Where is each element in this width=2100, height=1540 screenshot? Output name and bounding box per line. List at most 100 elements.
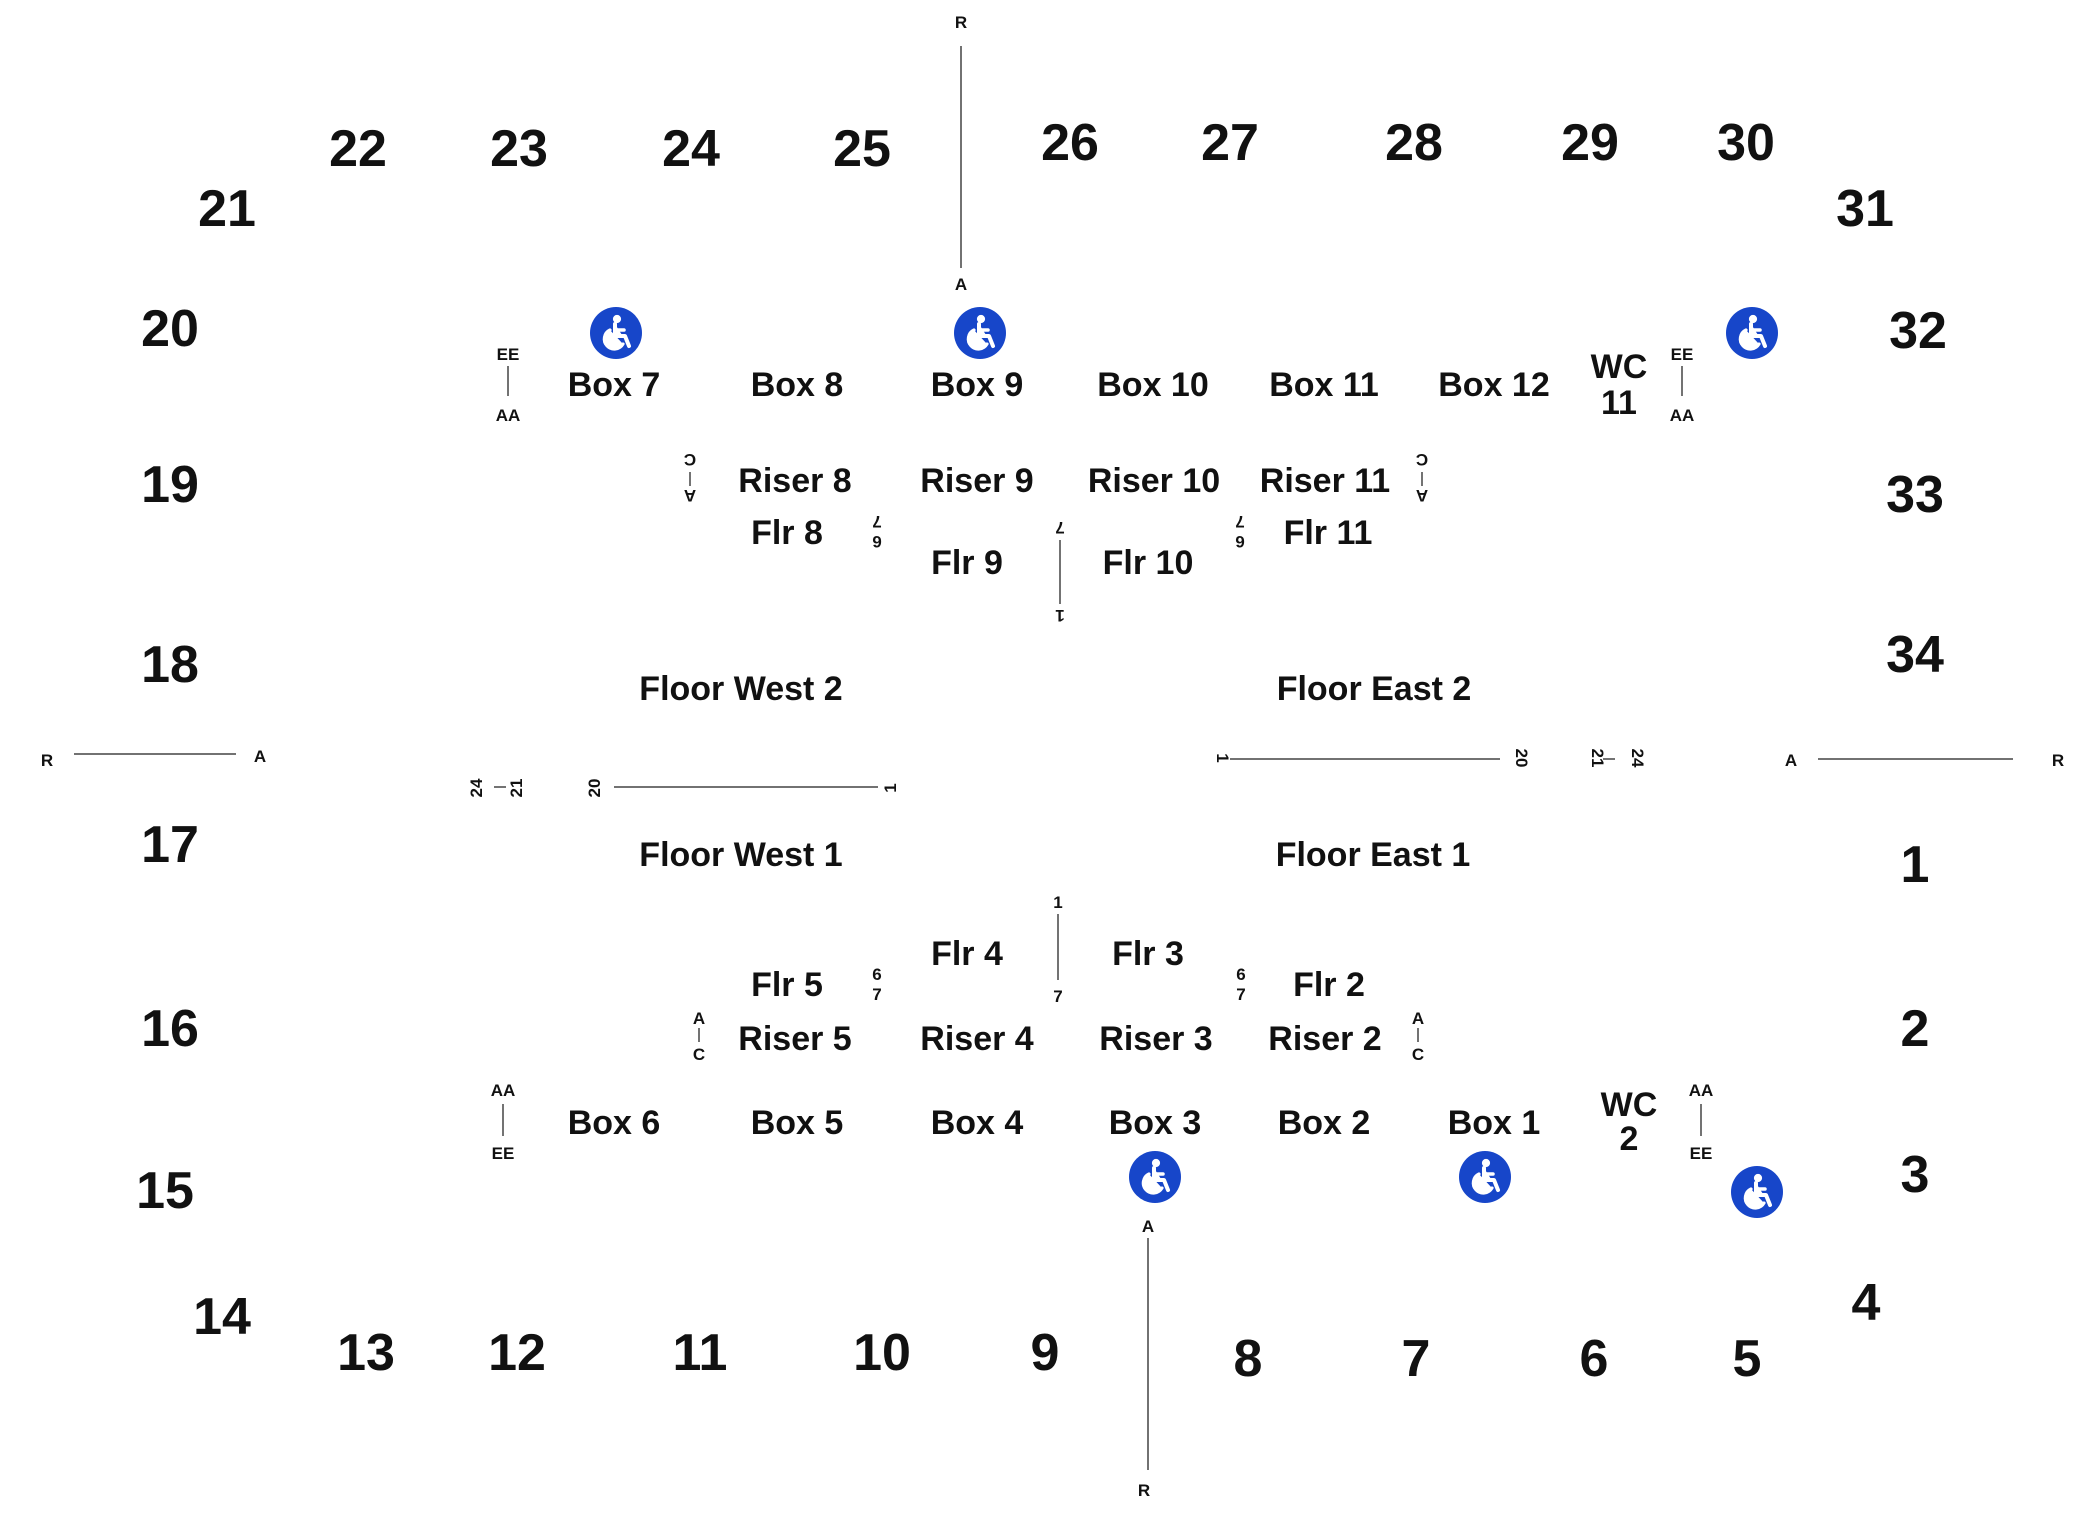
marker-aa: AA <box>496 406 521 425</box>
marker-1: 1 <box>1053 893 1062 912</box>
floor-4[interactable]: Flr 4 <box>931 935 1003 973</box>
wheelchair-icon[interactable] <box>1729 1164 1785 1220</box>
section-13[interactable]: 13 <box>337 1324 395 1382</box>
wc-2-line1[interactable]: WC <box>1601 1086 1658 1124</box>
section-5[interactable]: 5 <box>1733 1330 1762 1388</box>
riser-3[interactable]: Riser 3 <box>1099 1020 1212 1058</box>
wheelchair-icon[interactable] <box>952 305 1008 361</box>
riser-11[interactable]: Riser 11 <box>1260 462 1390 500</box>
section-20[interactable]: 20 <box>141 300 199 358</box>
floor-11[interactable]: Flr 11 <box>1284 514 1373 552</box>
section-19[interactable]: 19 <box>141 456 199 514</box>
box-11[interactable]: Box 11 <box>1269 366 1379 404</box>
box-4[interactable]: Box 4 <box>931 1104 1024 1142</box>
section-31[interactable]: 31 <box>1836 180 1894 238</box>
marker-c: C <box>693 1045 705 1064</box>
marker-ee: EE <box>1690 1144 1713 1163</box>
riser-8[interactable]: Riser 8 <box>738 462 851 500</box>
box-3[interactable]: Box 3 <box>1109 1104 1202 1142</box>
row-marker-riser-upper-left: A C <box>684 450 696 505</box>
section-1[interactable]: 1 <box>1901 836 1930 894</box>
section-26[interactable]: 26 <box>1041 114 1099 172</box>
section-11[interactable]: 11 <box>673 1324 728 1382</box>
wc-11-line1[interactable]: WC <box>1591 348 1648 386</box>
floor-10[interactable]: Flr 10 <box>1103 544 1194 582</box>
riser-2[interactable]: Riser 2 <box>1268 1020 1381 1058</box>
section-23[interactable]: 23 <box>490 120 548 178</box>
aisle-marker-top: R A <box>955 13 967 294</box>
wheelchair-icon[interactable] <box>1457 1149 1513 1205</box>
floor-5[interactable]: Flr 5 <box>751 966 823 1004</box>
section-18[interactable]: 18 <box>141 636 199 694</box>
box-7[interactable]: Box 7 <box>568 366 661 404</box>
riser-10[interactable]: Riser 10 <box>1088 462 1220 500</box>
section-22[interactable]: 22 <box>329 120 387 178</box>
box-6[interactable]: Box 6 <box>568 1104 661 1142</box>
section-8[interactable]: 8 <box>1234 1330 1263 1388</box>
marker-a: A <box>684 486 696 505</box>
wheelchair-icon[interactable] <box>588 305 644 361</box>
marker-ee: EE <box>492 1144 515 1163</box>
row-marker-riser-upper-right: A C <box>1416 450 1428 505</box>
wheelchair-icon[interactable] <box>1127 1149 1183 1205</box>
section-16[interactable]: 16 <box>141 1000 199 1058</box>
section-15[interactable]: 15 <box>136 1162 194 1220</box>
section-33[interactable]: 33 <box>1886 466 1944 524</box>
floor-9[interactable]: Flr 9 <box>931 544 1003 582</box>
section-24[interactable]: 24 <box>662 120 720 178</box>
section-10[interactable]: 10 <box>853 1324 911 1382</box>
box-12[interactable]: Box 12 <box>1438 366 1550 404</box>
marker-c: C <box>1416 450 1428 469</box>
marker-r: R <box>41 751 53 770</box>
section-9[interactable]: 9 <box>1031 1324 1060 1382</box>
marker-aa: AA <box>1670 406 1695 425</box>
marker-c: C <box>1412 1045 1424 1064</box>
section-34[interactable]: 34 <box>1886 626 1944 684</box>
floor-west-1[interactable]: Floor West 1 <box>639 836 842 874</box>
floor-east-1[interactable]: Floor East 1 <box>1276 836 1471 874</box>
section-12[interactable]: 12 <box>488 1324 546 1382</box>
box-10[interactable]: Box 10 <box>1097 366 1209 404</box>
box-2[interactable]: Box 2 <box>1278 1104 1371 1142</box>
marker-7: 7 <box>1235 512 1244 531</box>
section-25[interactable]: 25 <box>833 120 891 178</box>
wc-11-line2[interactable]: 11 <box>1601 384 1637 422</box>
section-27[interactable]: 27 <box>1201 114 1259 172</box>
box-9[interactable]: Box 9 <box>931 366 1024 404</box>
section-32[interactable]: 32 <box>1889 302 1947 360</box>
row-marker-upper-right: EE AA <box>1670 345 1695 425</box>
section-14[interactable]: 14 <box>193 1288 251 1346</box>
floor-3[interactable]: Flr 3 <box>1112 935 1184 973</box>
section-30[interactable]: 30 <box>1717 114 1775 172</box>
section-29[interactable]: 29 <box>1561 114 1619 172</box>
floor-east-2[interactable]: Floor East 2 <box>1277 670 1472 708</box>
section-28[interactable]: 28 <box>1385 114 1443 172</box>
section-6[interactable]: 6 <box>1580 1330 1609 1388</box>
section-2[interactable]: 2 <box>1901 1000 1930 1058</box>
floor-2[interactable]: Flr 2 <box>1293 966 1365 1004</box>
wc-2-line2[interactable]: 2 <box>1620 1120 1639 1158</box>
marker-7: 7 <box>1055 518 1064 537</box>
marker-24: 24 <box>467 778 486 797</box>
wheelchair-icon[interactable] <box>1724 305 1780 361</box>
riser-4[interactable]: Riser 4 <box>920 1020 1033 1058</box>
section-7[interactable]: 7 <box>1402 1330 1431 1388</box>
marker-6: 6 <box>872 532 881 551</box>
box-8[interactable]: Box 8 <box>751 366 844 404</box>
floor-west-2[interactable]: Floor West 2 <box>639 670 842 708</box>
riser-5[interactable]: Riser 5 <box>738 1020 851 1058</box>
section-17[interactable]: 17 <box>141 816 199 874</box>
floor-8[interactable]: Flr 8 <box>751 514 823 552</box>
marker-7: 7 <box>872 985 881 1004</box>
riser-9[interactable]: Riser 9 <box>920 462 1033 500</box>
box-5[interactable]: Box 5 <box>751 1104 844 1142</box>
marker-20: 20 <box>1512 749 1531 768</box>
section-3[interactable]: 3 <box>1901 1146 1930 1204</box>
box-1[interactable]: Box 1 <box>1448 1104 1541 1142</box>
section-21[interactable]: 21 <box>198 180 256 238</box>
section-4[interactable]: 4 <box>1852 1274 1881 1332</box>
marker-r: R <box>955 13 967 32</box>
row-marker-flr8: 6 7 <box>872 512 881 551</box>
marker-ee: EE <box>1671 345 1694 364</box>
